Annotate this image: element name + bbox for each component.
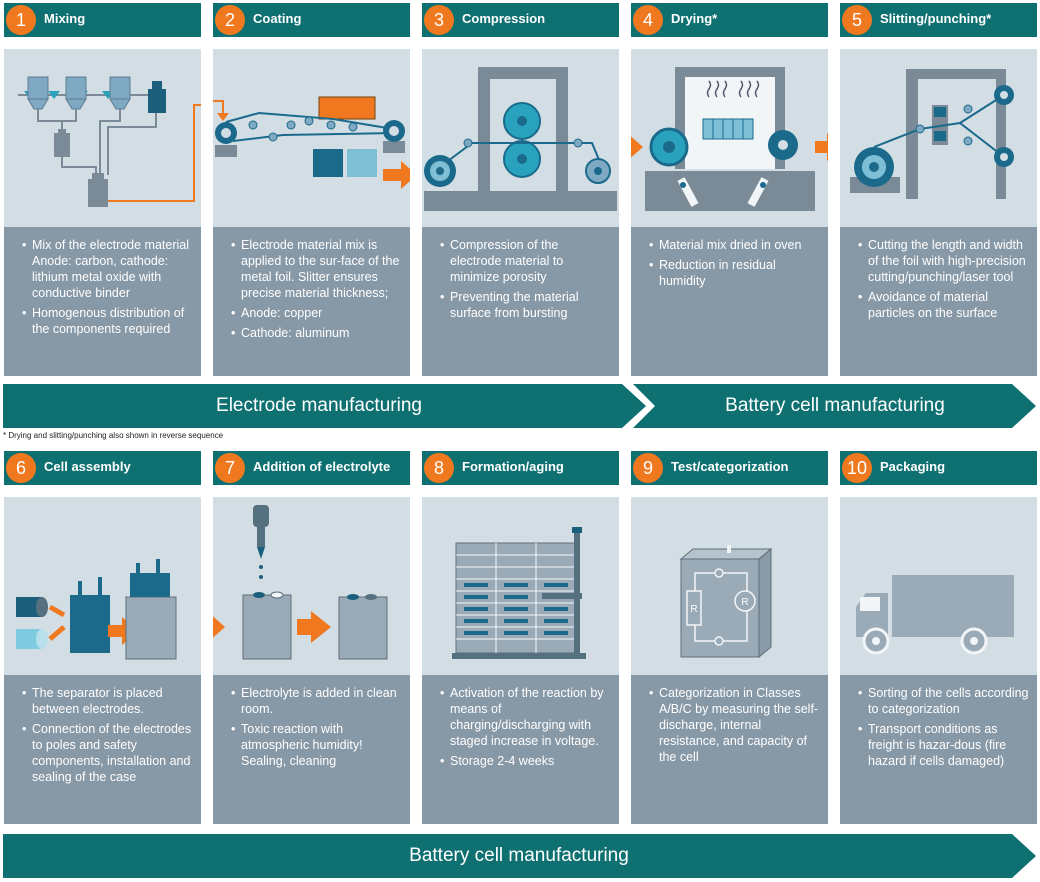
slitting-illustration bbox=[840, 49, 1037, 227]
bullet: Anode: copper bbox=[231, 305, 404, 321]
bullet: Cutting the length and width of the foil… bbox=[858, 237, 1031, 285]
step-title: Cell assembly bbox=[44, 459, 131, 474]
bullet: Sorting of the cells according to catego… bbox=[858, 685, 1031, 717]
bullet: Connection of the electrodes to poles an… bbox=[22, 721, 195, 785]
step-header: 7 Addition of electrolyte bbox=[213, 451, 410, 485]
bullet: Material mix dried in oven bbox=[649, 237, 822, 253]
bullet: The separator is placed between electrod… bbox=[22, 685, 195, 717]
step-number-badge: 10 bbox=[842, 453, 872, 483]
step-number-badge: 9 bbox=[633, 453, 663, 483]
drying-illustration bbox=[631, 49, 828, 227]
bullet: Electrode material mix is applied to the… bbox=[231, 237, 404, 301]
step-number-badge: 7 bbox=[215, 453, 245, 483]
truck-icon bbox=[856, 575, 1014, 655]
step-description: Mix of the electrode material Anode: car… bbox=[4, 227, 201, 376]
step-description: The separator is placed between electrod… bbox=[4, 675, 201, 824]
step-title: Drying* bbox=[671, 11, 718, 26]
bullet: Categorization in Classes A/B/C by measu… bbox=[649, 685, 822, 765]
coating-illustration bbox=[213, 49, 410, 227]
bullet: Preventing the material surface from bur… bbox=[440, 289, 613, 321]
step-title: Compression bbox=[462, 11, 546, 26]
cell-assembly-illustration bbox=[4, 497, 201, 675]
phase-band-top bbox=[3, 384, 1036, 428]
bullet: Storage 2-4 weeks bbox=[440, 753, 613, 769]
bullet: Mix of the electrode material Anode: car… bbox=[22, 237, 195, 301]
step-description: Categorization in Classes A/B/C by measu… bbox=[631, 675, 828, 824]
step-header: 6 Cell assembly bbox=[4, 451, 201, 485]
bullet: Avoidance of material particles on the s… bbox=[858, 289, 1031, 321]
step-description: Electrolyte is added in clean room. Toxi… bbox=[213, 675, 410, 824]
bullet: Compression of the electrode material to… bbox=[440, 237, 613, 285]
compression-illustration bbox=[422, 49, 619, 227]
step-title: Packaging bbox=[880, 459, 946, 474]
bullet: Homogenous distribution of the component… bbox=[22, 305, 195, 337]
step-header: 8 Formation/aging bbox=[422, 451, 619, 485]
step-description: Sorting of the cells according to catego… bbox=[840, 675, 1037, 824]
bullet: Toxic reaction with atmospheric humidity… bbox=[231, 721, 404, 769]
step-description: Compression of the electrode material to… bbox=[422, 227, 619, 376]
footnote: * Drying and slitting/punching also show… bbox=[3, 431, 224, 440]
step-header: 2 Coating bbox=[213, 3, 410, 37]
step-description: Cutting the length and width of the foil… bbox=[840, 227, 1037, 376]
step-number-badge: 8 bbox=[424, 453, 454, 483]
step-number-badge: 1 bbox=[6, 5, 36, 35]
step-header: 3 Compression bbox=[422, 3, 619, 37]
bullet: Transport conditions as freight is hazar… bbox=[858, 721, 1031, 769]
test-categorization-illustration: R R bbox=[631, 497, 828, 675]
battery-cell-manufacturing-label-bottom: Battery cell manufacturing bbox=[409, 845, 629, 866]
step-description: Electrode material mix is applied to the… bbox=[213, 227, 410, 376]
electrode-manufacturing-label: Electrode manufacturing bbox=[216, 395, 422, 416]
step-header: 9 Test/categorization bbox=[631, 451, 828, 485]
step-title: Coating bbox=[253, 11, 302, 26]
step-number-badge: 2 bbox=[215, 5, 245, 35]
bullet: Reduction in residual humidity bbox=[649, 257, 822, 289]
step-description: Material mix dried in oven Reduction in … bbox=[631, 227, 828, 376]
battery-cell-manufacturing-label-top: Battery cell manufacturing bbox=[725, 395, 945, 416]
mixing-illustration bbox=[4, 49, 201, 227]
step-number-badge: 6 bbox=[6, 453, 36, 483]
bullet: Cathode: aluminum bbox=[231, 325, 404, 341]
step-header: 1 Mixing bbox=[4, 3, 201, 37]
step-number-badge: 5 bbox=[842, 5, 872, 35]
step-title: Mixing bbox=[44, 11, 86, 26]
step-header: 5 Slitting/punching* bbox=[840, 3, 1037, 37]
formation-aging-illustration bbox=[422, 497, 619, 675]
step-description: Activation of the reaction by means of c… bbox=[422, 675, 619, 824]
electrolyte-illustration bbox=[213, 497, 410, 675]
step-title: Test/categorization bbox=[671, 459, 789, 474]
phase-band-bottom bbox=[3, 834, 1036, 878]
bullet: Electrolyte is added in clean room. bbox=[231, 685, 404, 717]
step-title: Addition of electrolyte bbox=[253, 459, 391, 474]
resistor-label-left: R bbox=[690, 604, 697, 615]
bullet: Activation of the reaction by means of c… bbox=[440, 685, 613, 749]
resistor-label-right: R bbox=[741, 597, 748, 608]
step-number-badge: 4 bbox=[633, 5, 663, 35]
step-title: Slitting/punching* bbox=[880, 11, 992, 26]
step-header: 10 Packaging bbox=[840, 451, 1037, 485]
packaging-illustration bbox=[840, 497, 1037, 675]
step-title: Formation/aging bbox=[462, 459, 564, 474]
step-header: 4 Drying* bbox=[631, 3, 828, 37]
step-number-badge: 3 bbox=[424, 5, 454, 35]
